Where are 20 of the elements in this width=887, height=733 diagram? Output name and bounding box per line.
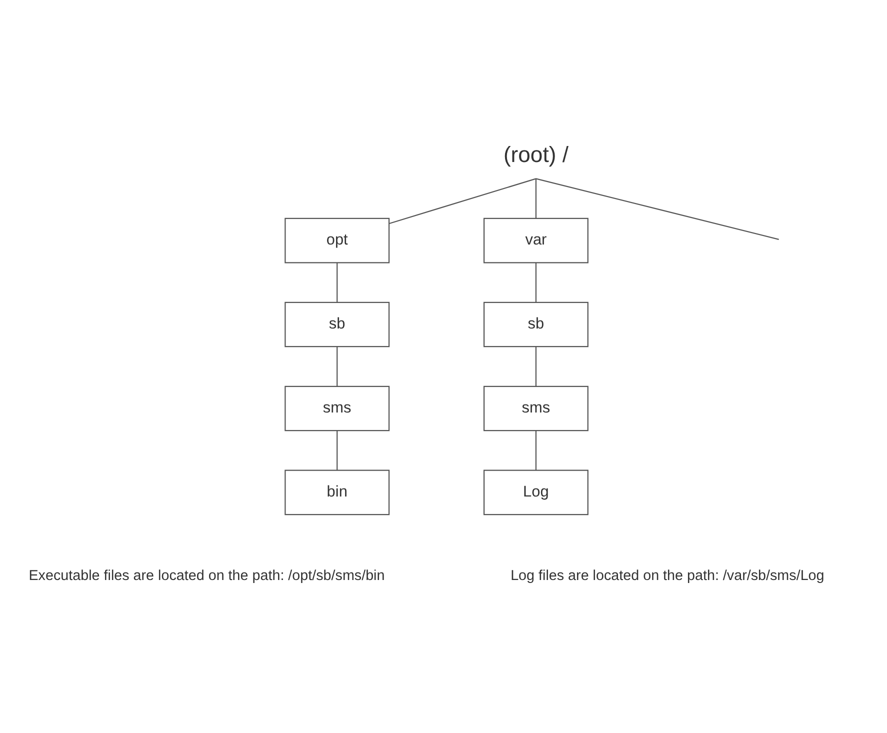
- connector: [336, 262, 338, 302]
- label: Executable files are located on the path: /opt/sb/sms/bin: [28, 568, 384, 584]
- connector: [388, 178, 536, 224]
- connector: [534, 346, 536, 386]
- node-box: sb: [284, 302, 390, 348]
- node-box: opt: [284, 218, 390, 264]
- connector: [534, 178, 536, 218]
- node-text: (root) /: [502, 142, 568, 168]
- connector: [534, 262, 536, 302]
- node-box: var: [483, 218, 588, 264]
- label: Log files are located on the path: /var/sb/sms/Log: [510, 568, 824, 584]
- node-box: sms: [284, 386, 390, 432]
- node-box: sb: [483, 302, 588, 348]
- connector: [535, 178, 778, 240]
- node-box: bin: [284, 470, 390, 516]
- node-box: Log: [483, 470, 588, 516]
- connector: [336, 430, 338, 470]
- node-box: sms: [483, 386, 588, 432]
- connector: [534, 430, 536, 470]
- connector: [336, 346, 338, 386]
